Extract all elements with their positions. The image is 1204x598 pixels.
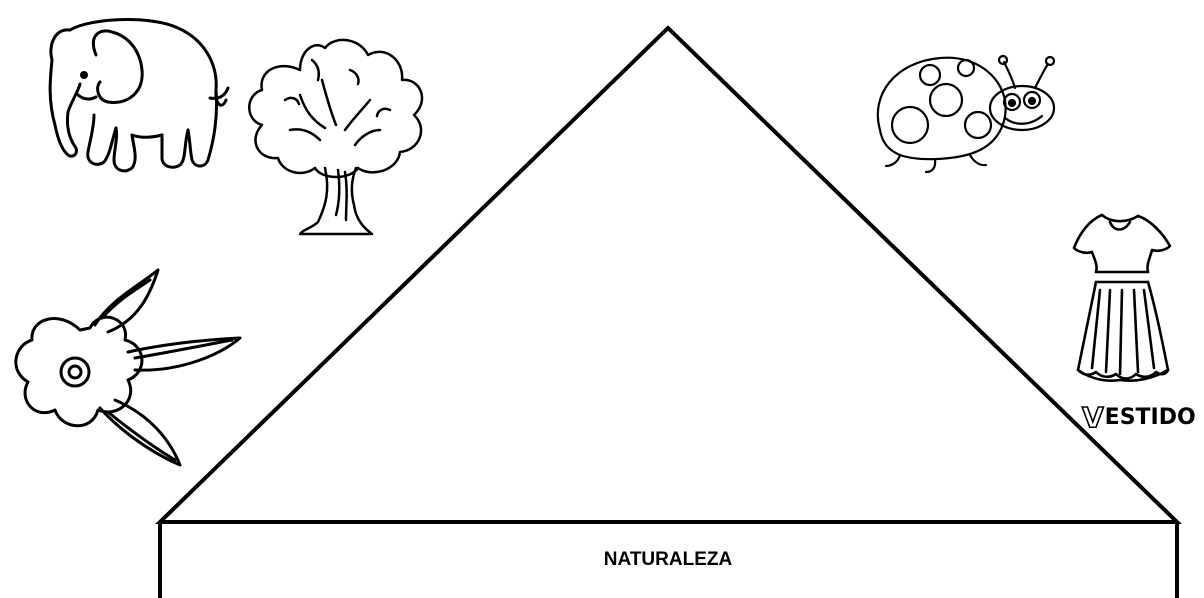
flower-icon	[16, 270, 240, 465]
pyramid-base-label: NATURALEZA	[160, 540, 1176, 580]
dress-icon	[1074, 215, 1170, 381]
ladybug-icon	[878, 56, 1054, 172]
dress-label-rest: ESTIDO	[1105, 405, 1196, 430]
elephant-icon	[50, 20, 228, 171]
dress-label-initial: V	[1082, 401, 1104, 434]
tree-icon	[249, 40, 422, 234]
